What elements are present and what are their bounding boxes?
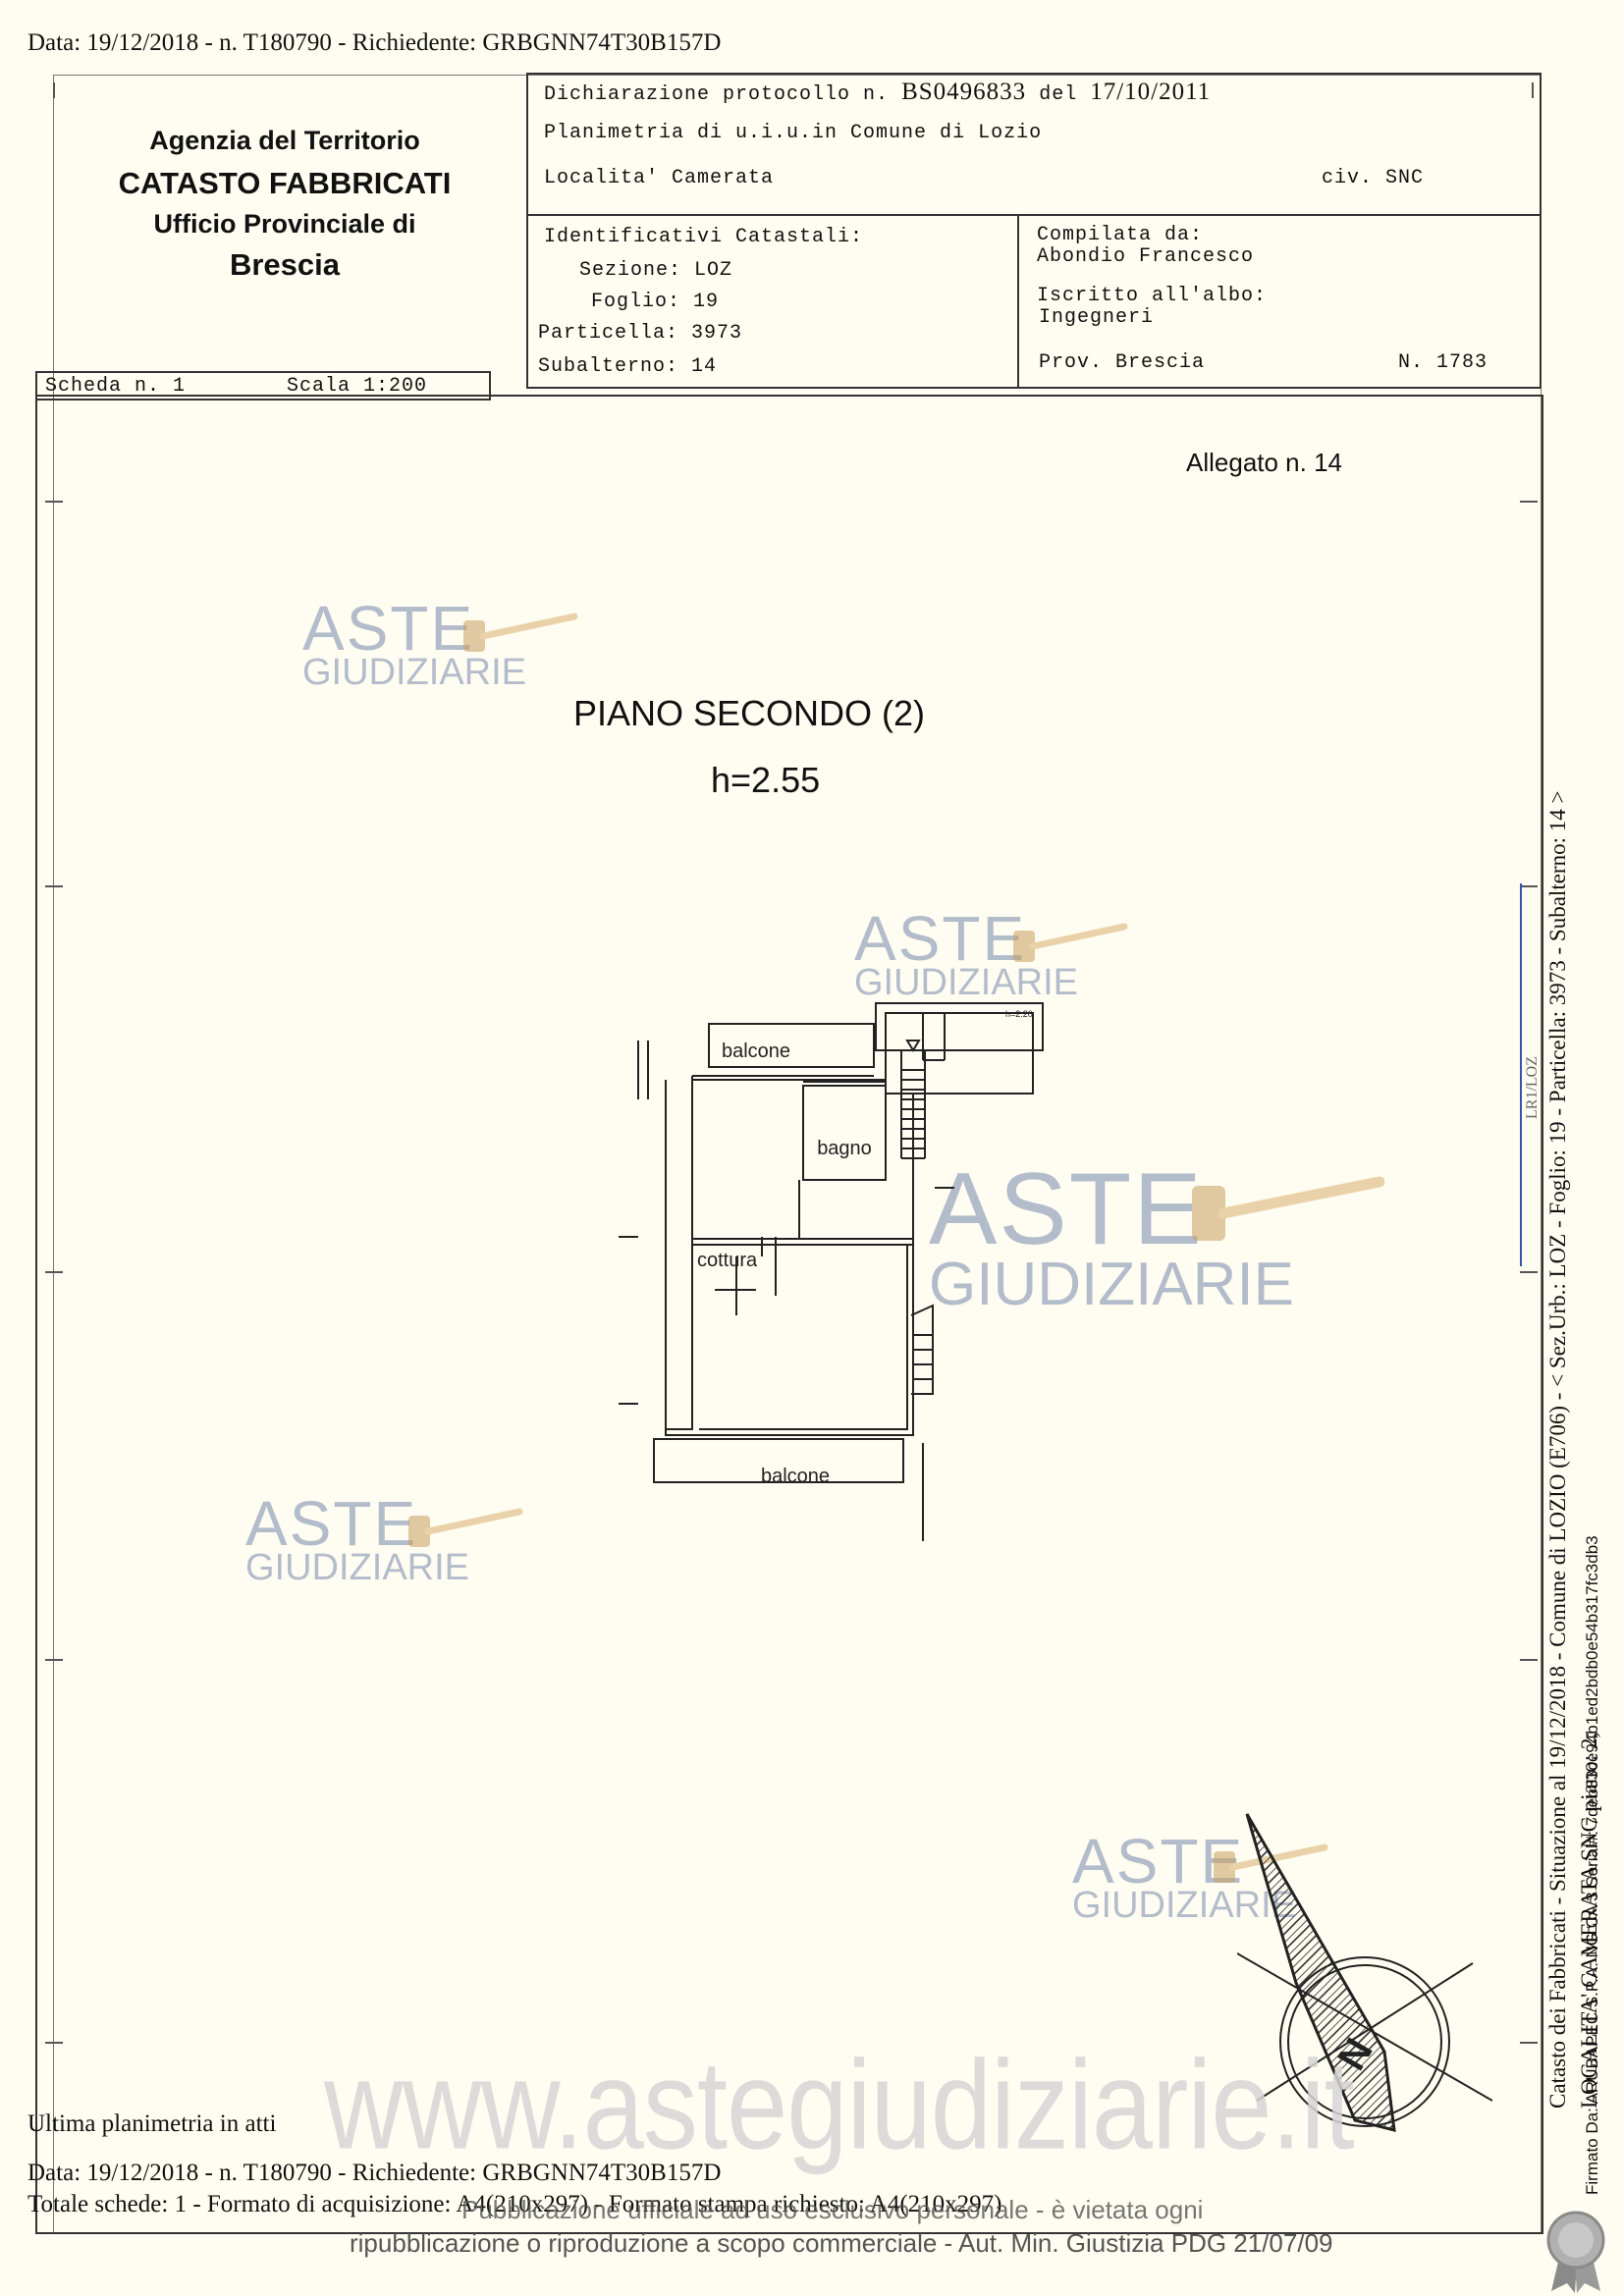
albo-number: N. 1783 bbox=[1398, 351, 1488, 374]
room-label-bagno: bagno bbox=[817, 1138, 872, 1159]
room-label-balcone-bottom: balcone bbox=[761, 1466, 830, 1487]
civico-line: civ. SNC bbox=[1322, 167, 1425, 189]
right-vertical-signature-text: Firmato Da: ARUBAPEC S.P.A. NG CA 3 Seri… bbox=[1583, 1535, 1601, 2195]
gavel-icon bbox=[1214, 1843, 1328, 1883]
province-name: Brescia bbox=[229, 247, 341, 282]
albo-label: Iscritto all'albo: bbox=[1037, 285, 1268, 307]
gavel-icon bbox=[1013, 923, 1128, 962]
drawing-frame bbox=[35, 395, 1543, 2234]
floor-height: h=2.55 bbox=[711, 760, 821, 800]
planimetria-line: Planimetria di u.i.u.in Comune di Lozio bbox=[544, 122, 1043, 144]
allegato-label: Allegato n. 14 bbox=[1186, 448, 1343, 477]
particella-row: Particella: 3973 bbox=[538, 322, 743, 345]
agency-block: Agenzia del Territorio CATASTO FABBRICAT… bbox=[79, 126, 491, 283]
subalterno-row: Subalterno: 14 bbox=[538, 355, 718, 378]
sezione-row: Sezione: LOZ bbox=[579, 259, 733, 282]
compilata-name: Abondio Francesco bbox=[1037, 245, 1255, 268]
scheda-number: Scheda n. 1 bbox=[45, 375, 187, 398]
margin-bar bbox=[1520, 883, 1522, 1266]
north-arrow-icon: N bbox=[1237, 1813, 1492, 2132]
gavel-icon bbox=[1192, 1176, 1384, 1241]
gavel-icon bbox=[408, 1508, 523, 1547]
footer-totale-schede: Totale schede: 1 - Formato di acquisizio… bbox=[27, 2191, 1002, 2217]
footer-ripubblicazione: ripubblicazione o riproduzione a scopo c… bbox=[350, 2228, 1333, 2258]
protocol-box bbox=[526, 73, 1542, 389]
right-vertical-cadastre-text: Catasto dei Fabbricati - Situazione al 1… bbox=[1545, 790, 1570, 2109]
top-request-line: Data: 19/12/2018 - n. T180790 - Richiede… bbox=[27, 29, 722, 56]
ultima-planimetria: Ultima planimetria in atti bbox=[27, 2110, 277, 2137]
margin-code: LR1/LOZ bbox=[1524, 1056, 1541, 1119]
identificativi-title: Identificativi Catastali: bbox=[544, 226, 864, 248]
agency-name: Agenzia del Territorio bbox=[149, 126, 420, 155]
protocol-line: Dichiarazione protocollo n. BS0496833 de… bbox=[544, 79, 1212, 106]
floor-plan: balcone bagno cottura balcone h=2.20 bbox=[619, 1002, 1044, 1541]
footer-pubblicazione: Pubblicazione ufficiale ad uso esclusivo… bbox=[461, 2195, 1204, 2224]
ufficio-provinciale: Ufficio Provinciale di bbox=[153, 209, 416, 239]
foglio-row: Foglio: 19 bbox=[591, 291, 720, 313]
room-label-balcone-top: balcone bbox=[722, 1041, 790, 1062]
room-label-cottura: cottura bbox=[697, 1250, 758, 1271]
gavel-icon bbox=[463, 613, 578, 652]
albo-value: Ingegneri bbox=[1039, 306, 1155, 329]
floor-title: PIANO SECONDO (2) bbox=[573, 693, 926, 733]
catasto-fabbricati: CATASTO FABBRICATI bbox=[118, 166, 452, 200]
footer-request-line: Data: 19/12/2018 - n. T180790 - Richiede… bbox=[27, 2160, 722, 2186]
site-watermark: www.astegiudiziarie.it bbox=[324, 2034, 1355, 2176]
stair-height-label: h=2.20 bbox=[1005, 1009, 1033, 1019]
scheda-box bbox=[35, 371, 491, 400]
seal-badge-icon bbox=[1546, 2211, 1605, 2293]
scala: Scala 1:200 bbox=[287, 375, 428, 398]
localita-line: Localita' Camerata bbox=[544, 167, 775, 189]
prov-label: Prov. Brescia bbox=[1039, 351, 1206, 374]
compilata-label: Compilata da: bbox=[1037, 224, 1204, 246]
